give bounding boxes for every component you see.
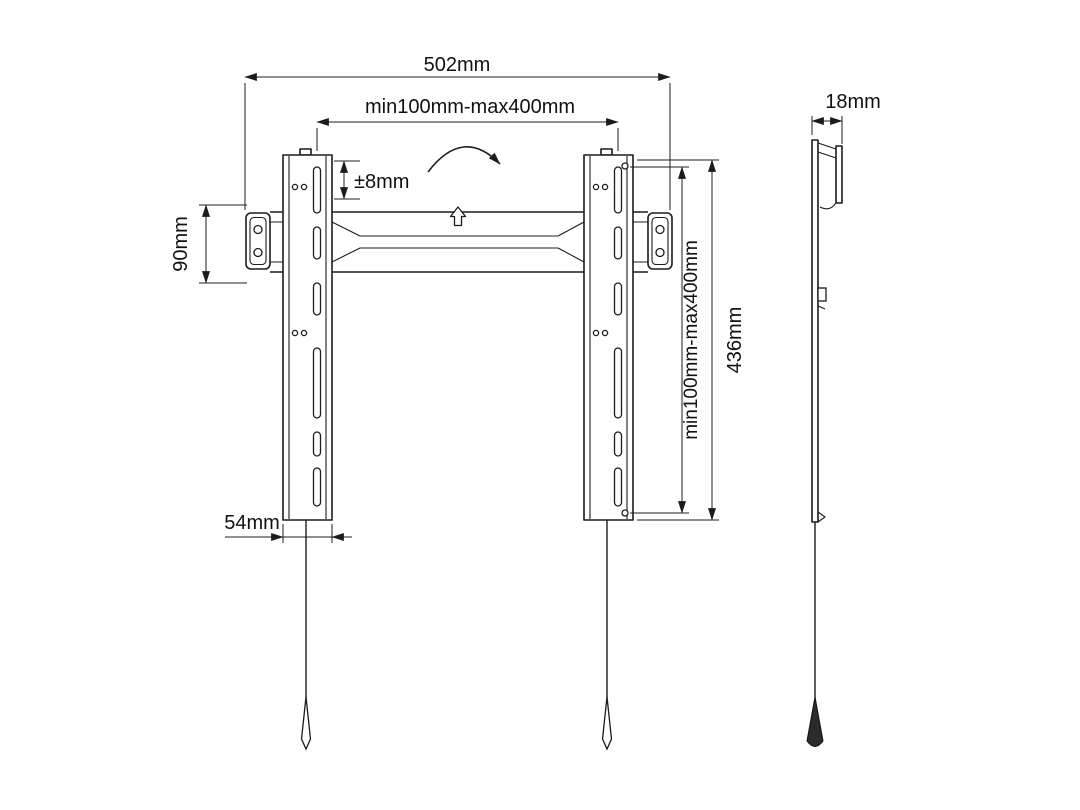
side-latch <box>817 287 827 302</box>
tassel-left <box>300 696 312 751</box>
tilt-arrow-icon <box>427 146 501 173</box>
wall-plate-end-left <box>245 212 271 270</box>
dim-depth-label: 18mm <box>825 91 881 113</box>
dim-vesa-vertical-label: min100mm-max400mm <box>681 240 702 440</box>
dim-level-adjust-label: ±8mm <box>354 171 409 193</box>
side-plate <box>835 145 843 204</box>
pull-cord-left <box>300 520 312 751</box>
dim-plate-height-label: 90mm <box>170 216 192 272</box>
pull-cord-right <box>601 520 613 751</box>
right-bracket <box>583 148 634 521</box>
dim-bracket-height: 436mm <box>637 159 746 521</box>
dim-vesa-horizontal-label: min100mm-max400mm <box>365 96 575 118</box>
tassel-right <box>601 696 613 751</box>
wall-plate-end-right <box>647 212 673 270</box>
dim-bracket-width: 54mm <box>224 512 352 543</box>
side-view: 18mm <box>806 91 881 747</box>
dim-vesa-vertical: min100mm-max400mm <box>630 166 702 514</box>
dim-bracket-height-label: 436mm <box>724 307 746 374</box>
left-bracket <box>282 148 333 521</box>
front-view <box>245 146 673 751</box>
up-arrow-icon <box>449 206 467 227</box>
dim-bracket-width-label: 54mm <box>224 512 280 534</box>
dim-plate-height: 90mm <box>170 204 247 284</box>
dim-vesa-horizontal: min100mm-max400mm <box>316 96 619 151</box>
dim-depth: 18mm <box>811 91 881 144</box>
side-tassel <box>806 696 824 747</box>
side-rail <box>811 139 819 523</box>
dim-overall-width: 502mm <box>244 54 671 210</box>
dim-level-adjust: ±8mm <box>334 160 409 200</box>
dim-overall-width-label: 502mm <box>424 54 491 76</box>
dimensions: 502mm min100mm-max400mm ±8mm 90mm 436mm … <box>170 54 746 543</box>
